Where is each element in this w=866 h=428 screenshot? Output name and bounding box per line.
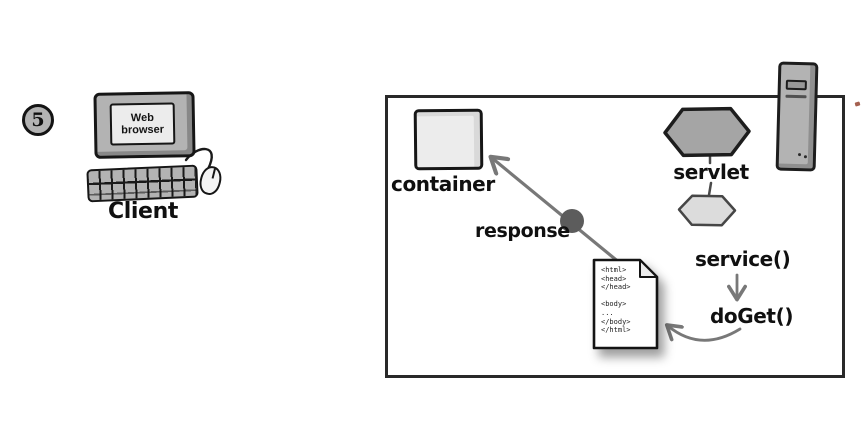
- service-method-label: service(): [695, 247, 791, 271]
- step-number-badge: 5: [22, 104, 54, 136]
- response-label: response: [475, 220, 570, 242]
- servlet-instance-hexagon-icon: [677, 194, 737, 227]
- tower-vent: [785, 94, 807, 98]
- container-boundary-box: [385, 95, 845, 378]
- html-document-icon: [592, 258, 659, 350]
- step-number: 5: [31, 109, 45, 131]
- tower-led: [797, 153, 802, 157]
- monitor-icon: Web browser: [93, 91, 196, 159]
- server-tower-icon: [775, 61, 819, 172]
- container-label: container: [391, 172, 495, 196]
- browser-screen: Web browser: [109, 102, 176, 146]
- tower-drive-slot: [785, 79, 807, 91]
- servlet-label: servlet: [673, 160, 749, 184]
- keyboard-icon: [86, 164, 199, 203]
- document-code: <html> <head> </head> <body> ... </body>…: [601, 266, 631, 335]
- doget-method-label: doGet(): [710, 304, 794, 328]
- screen-label: Web browser: [121, 111, 165, 137]
- stray-annotation-mark: [854, 101, 861, 107]
- container-icon: [413, 108, 484, 171]
- servlet-hexagon-icon: [663, 106, 751, 158]
- client-caption: Client: [108, 199, 178, 224]
- tower-led: [803, 155, 807, 159]
- mouse-icon: [196, 163, 225, 198]
